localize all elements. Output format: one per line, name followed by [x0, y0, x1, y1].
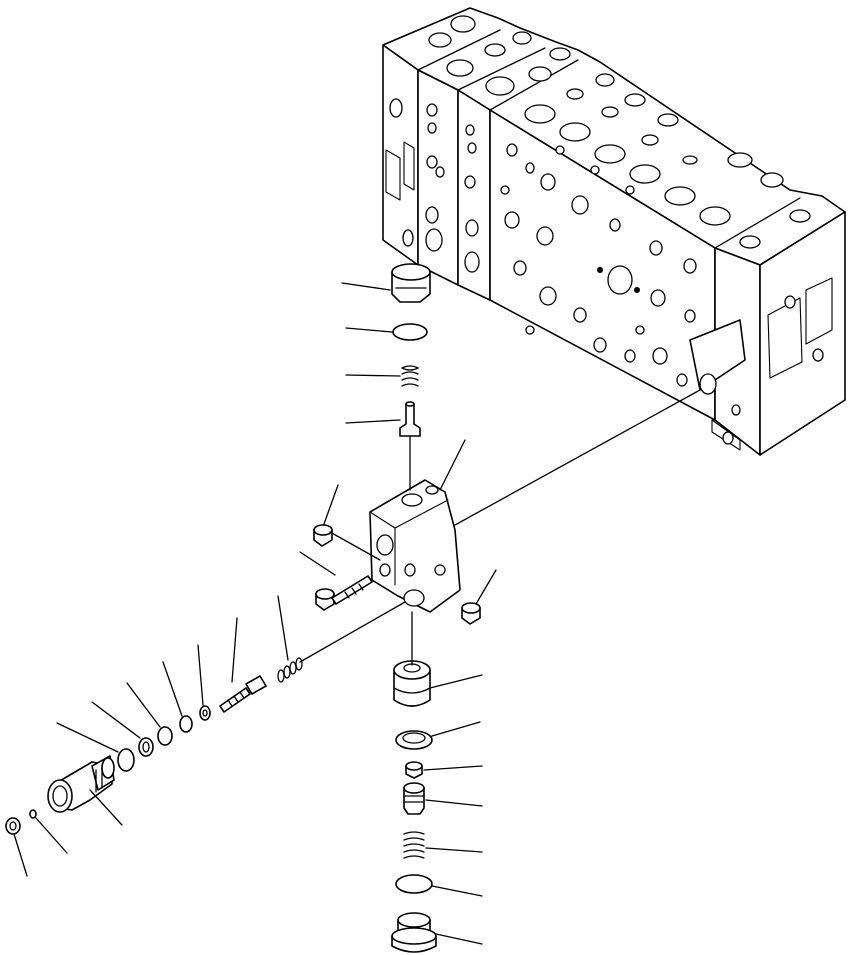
seal-ring-2: [179, 715, 193, 733]
valve-block: [369, 479, 461, 613]
o-ring-top: [392, 323, 428, 341]
spring-top: [401, 365, 420, 387]
poppet-top: [399, 401, 421, 437]
spring-side: [277, 657, 303, 683]
o-ring-small: [117, 748, 135, 772]
bolt-upper: [313, 524, 333, 547]
screw-adjust: [219, 675, 267, 713]
control-valve-body: [382, 7, 846, 456]
bolt-lower: [461, 602, 481, 625]
assembly-lines: [299, 389, 701, 666]
plug-top: [391, 263, 431, 303]
o-ring-bottom: [395, 874, 433, 894]
bolt-long: [315, 575, 373, 611]
nut-small: [405, 761, 423, 779]
cap-ring: [395, 730, 433, 750]
seal-ring-1: [199, 705, 211, 721]
leader-lines: [13, 282, 497, 945]
o-ring-tiny: [29, 809, 37, 819]
valve-poppet: [403, 782, 425, 815]
seal-ring-4: [138, 737, 154, 757]
sleeve: [393, 660, 431, 707]
plug-bottom: [391, 912, 437, 953]
seal-ring-3: [157, 726, 173, 746]
spring-bottom: [403, 831, 425, 859]
cartridge-spool: [47, 755, 115, 813]
plug-small: [5, 817, 21, 835]
